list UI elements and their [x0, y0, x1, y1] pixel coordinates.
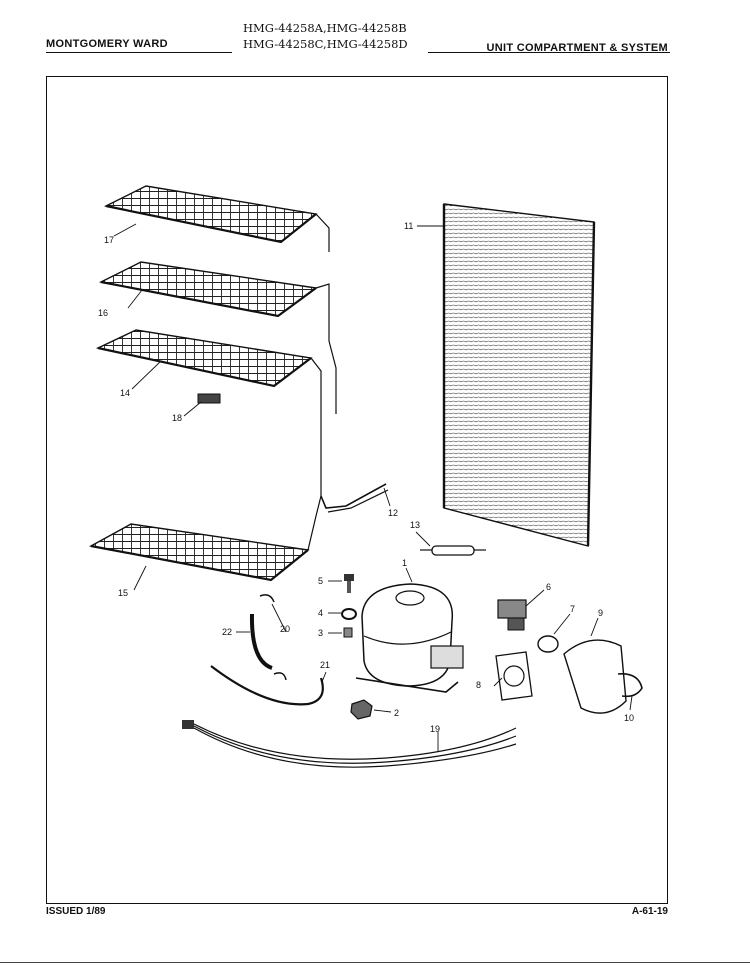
callout-22: 22	[222, 627, 232, 637]
condenser-coil-11	[442, 203, 596, 547]
evaporator-shelf-14	[95, 329, 337, 496]
evaporator-shelf-17	[103, 185, 330, 252]
header-rule-left	[46, 52, 232, 53]
nut-2	[350, 699, 373, 720]
callout-21: 21	[320, 660, 330, 670]
header-rule-right	[428, 52, 670, 53]
callout-14: 14	[120, 388, 130, 398]
drain-tube-22	[249, 613, 273, 670]
evaporator-shelf-15	[88, 495, 322, 582]
grommet-4	[341, 608, 357, 620]
drain-hose-21	[210, 665, 324, 706]
callout-7: 7	[570, 604, 575, 614]
model-numbers: HMG-44258A,HMG-44258B HMG-44258C,HMG-442…	[243, 20, 408, 52]
capillary-tube-12	[320, 483, 387, 509]
bolt-5	[344, 574, 354, 593]
issued-date: ISSUED 1/89	[46, 906, 106, 917]
wire-harness-19	[182, 720, 517, 768]
callout-3: 3	[318, 628, 323, 638]
section-title: UNIT COMPARTMENT & SYSTEM	[486, 42, 668, 54]
callout-16: 16	[98, 308, 108, 318]
clip-10	[617, 672, 643, 698]
bottom-rule	[0, 962, 750, 963]
terminal-cover-9	[563, 639, 627, 714]
drier-13	[420, 545, 486, 556]
callout-13: 13	[410, 520, 420, 530]
hose-clamp-20	[259, 594, 287, 681]
callout-20: 20	[280, 624, 290, 634]
callout-18: 18	[172, 413, 182, 423]
diagram-frame	[46, 76, 668, 904]
callout-11: 11	[404, 221, 413, 231]
leader-lines	[113, 223, 633, 752]
overload-7	[537, 635, 559, 653]
evaporator-shelf-16	[98, 261, 330, 341]
model-line-1: HMG-44258A,HMG-44258B	[243, 21, 407, 35]
callout-5: 5	[318, 576, 323, 586]
sleeve-3	[343, 627, 353, 638]
callout-17: 17	[104, 235, 114, 245]
callout-4: 4	[318, 608, 323, 618]
relay-6	[497, 599, 527, 631]
brand-name: MONTGOMERY WARD	[46, 38, 168, 50]
callout-19: 19	[430, 724, 440, 734]
callout-10: 10	[624, 713, 634, 723]
callout-2: 2	[394, 708, 399, 718]
callout-6: 6	[546, 582, 551, 592]
callout-15: 15	[118, 588, 128, 598]
callout-1: 1	[402, 558, 407, 568]
page-code: A-61-19	[631, 906, 668, 917]
model-line-2: HMG-44258C,HMG-44258D	[243, 37, 408, 51]
exploded-parts-diagram: 1 2 3 4 5 6 7 8 9 10 11 12 13 14 15 16 1…	[88, 185, 643, 768]
callout-12: 12	[388, 508, 398, 518]
connector-block-18	[197, 393, 221, 404]
callout-9: 9	[598, 608, 603, 618]
compressor-1	[355, 583, 464, 693]
callout-8: 8	[476, 680, 481, 690]
